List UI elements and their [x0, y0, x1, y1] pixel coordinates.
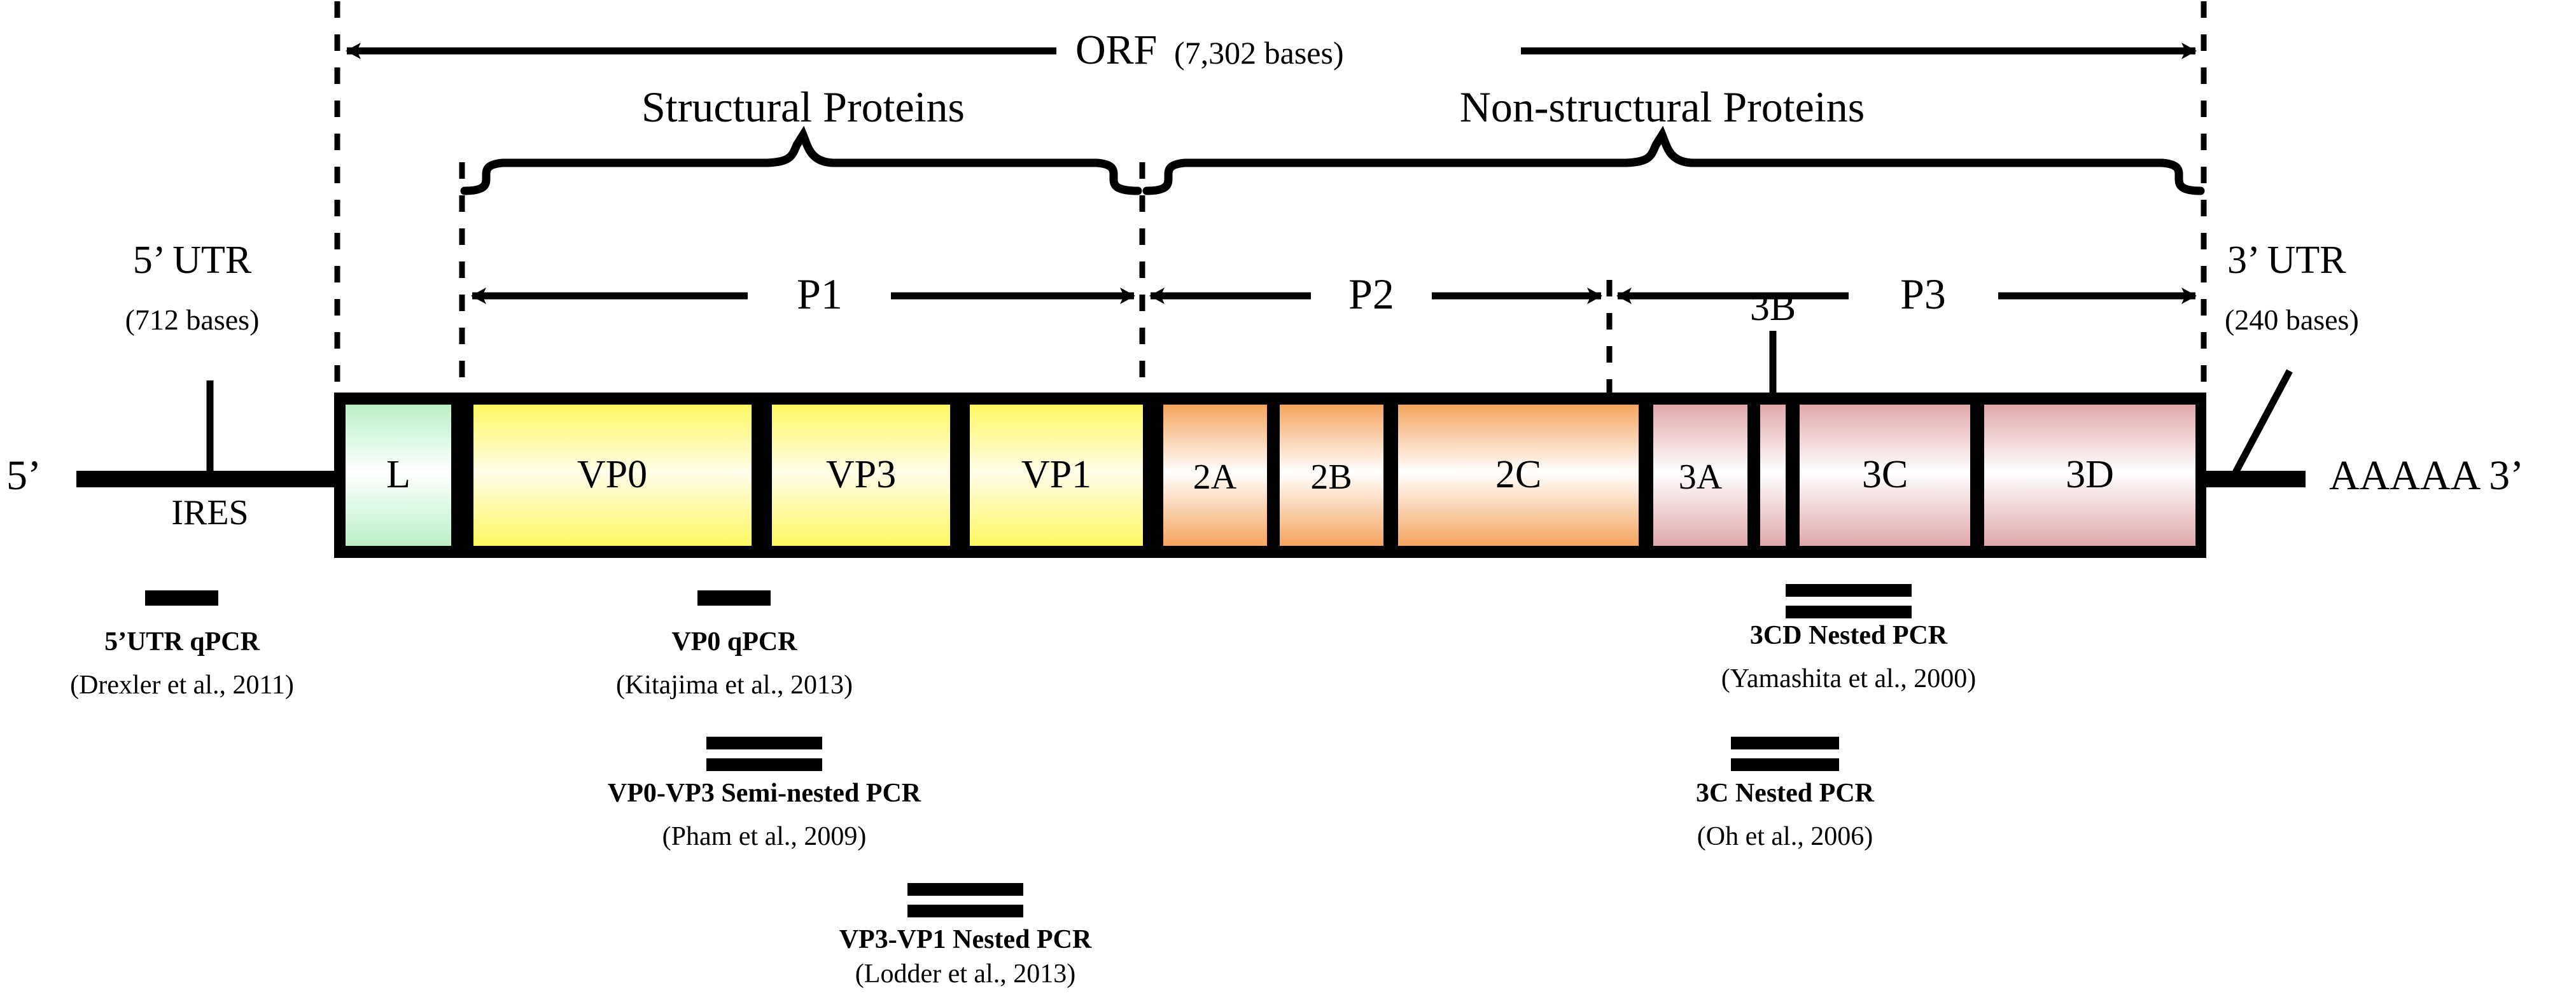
gene-label-2B: 2B	[1310, 457, 1352, 497]
gene-label-VP3: VP3	[825, 453, 897, 496]
assay-marker-utr5-qpcr	[145, 590, 218, 606]
assay-marker-3c-a	[1731, 737, 1839, 749]
p1-label: P1	[797, 270, 843, 318]
assay-marker-vp3vp1-b	[907, 905, 1023, 917]
assay-name-vp0vp3: VP0-VP3 Semi-nested PCR	[607, 779, 921, 808]
p2-label: P2	[1348, 270, 1394, 318]
gene-box-3B[interactable]	[1760, 405, 1786, 546]
dashed-guide-lines	[334, 1, 2207, 398]
assay-citation-3cd: (Yamashita et al., 2000)	[1721, 664, 1977, 693]
utr5-bases-label: (712 bases)	[125, 303, 260, 336]
gene-label-2C: 2C	[1495, 453, 1542, 496]
assay-marker-3cd-a	[1786, 584, 1912, 597]
assay-marker-vp0-qpcr	[697, 590, 771, 606]
utr5-label: 5’ UTR	[132, 239, 252, 282]
assay-marker-vp3vp1-a	[907, 883, 1023, 896]
orf-label: ORF	[1075, 27, 1158, 73]
assay-marker-vp0vp3-b	[706, 758, 822, 771]
assay-name-utr5-qpcr: 5’UTR qPCR	[104, 627, 260, 657]
structural-proteins-label: Structural Proteins	[641, 83, 965, 131]
five-prime-rna-line	[76, 471, 337, 487]
label-3b: 3B	[1749, 286, 1796, 329]
assay-citation-vp0-qpcr: (Kitajima et al., 2013)	[615, 671, 853, 700]
three-prime-polya-label: AAAAA 3’	[2329, 452, 2524, 499]
nonstructural-proteins-label: Non-structural Proteins	[1459, 83, 1865, 131]
gene-box-2B[interactable]	[1280, 405, 1383, 546]
assay-name-3c: 3C Nested PCR	[1696, 779, 1874, 808]
gene-label-VP0: VP0	[577, 453, 648, 496]
gene-label-VP1: VP1	[1021, 453, 1092, 496]
gene-label-3D: 3D	[2066, 453, 2114, 496]
assay-citation-vp0vp3: (Pham et al., 2009)	[662, 822, 867, 851]
gene-label-3A: 3A	[1678, 457, 1723, 497]
gene-box-group	[346, 405, 2195, 546]
assay-name-vp0-qpcr: VP0 qPCR	[671, 627, 797, 657]
gene-box-2C[interactable]	[1398, 405, 1639, 546]
gene-box-3A[interactable]	[1653, 405, 1747, 546]
nonstructural-proteins-brace	[1142, 125, 2205, 195]
utr3-bases-label: (240 bases)	[2225, 303, 2359, 336]
gene-box-3D[interactable]	[1984, 405, 2195, 546]
assay-citation-vp3vp1: (Lodder et al., 2013)	[855, 959, 1076, 989]
structural-proteins-brace	[460, 125, 1142, 195]
assay-name-3cd: 3CD Nested PCR	[1749, 621, 1948, 650]
gene-label-3C: 3C	[1861, 453, 1908, 496]
assay-marker-group	[145, 584, 1912, 917]
assay-marker-vp0vp3-a	[706, 737, 822, 749]
gene-box-2A[interactable]	[1163, 405, 1267, 546]
three-prime-polya-line	[2204, 471, 2306, 487]
gene-box-VP3[interactable]	[772, 405, 950, 546]
gene-box-VP1[interactable]	[970, 405, 1143, 546]
gene-box-VP0[interactable]	[473, 405, 752, 546]
gene-label-L: L	[386, 453, 410, 496]
ires-label: IRES	[171, 493, 249, 532]
utr3-label: 3’ UTR	[2227, 239, 2346, 282]
assay-marker-3cd-b	[1786, 606, 1912, 618]
p3-label: P3	[1900, 270, 1946, 318]
gene-box-L[interactable]	[346, 405, 451, 546]
assay-citation-utr5-qpcr: (Drexler et al., 2011)	[70, 671, 294, 700]
orf-bases-label: (7,302 bases)	[1174, 35, 1344, 71]
five-prime-label: 5’	[6, 452, 41, 499]
gene-label-2A: 2A	[1193, 457, 1237, 497]
utr3-leader-line	[2229, 369, 2293, 480]
gene-box-3C[interactable]	[1800, 405, 1970, 546]
assay-citation-3c: (Oh et al., 2006)	[1697, 822, 1873, 851]
assay-marker-3c-b	[1731, 758, 1839, 771]
assay-name-vp3vp1: VP3-VP1 Nested PCR	[839, 925, 1092, 954]
